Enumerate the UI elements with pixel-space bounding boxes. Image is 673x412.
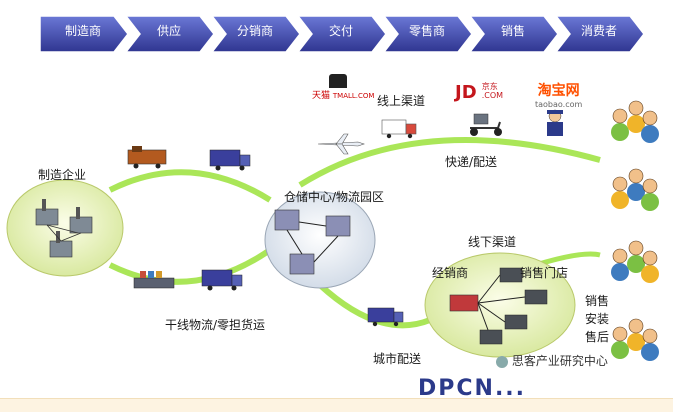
manufacturer-label: 制造企业 xyxy=(38,168,87,182)
chevron-step xyxy=(210,15,301,53)
consumer-groups xyxy=(611,100,659,361)
store-label: 销售门店 xyxy=(520,266,569,280)
express-label: 快递/配送 xyxy=(445,155,498,169)
train-icon xyxy=(127,146,167,169)
courier-icon xyxy=(547,109,563,136)
chevron-label: 零售商 xyxy=(408,24,445,38)
warehouse-label: 仓储中心/物流园区 xyxy=(284,190,385,204)
chevron-label: 分销商 xyxy=(236,24,273,38)
chevron-step xyxy=(554,15,645,53)
chevron-label: 供应 xyxy=(156,24,181,38)
delivery-van-icon xyxy=(381,119,417,139)
chevron-step xyxy=(382,15,473,53)
chevron-label: 交付 xyxy=(328,24,353,38)
taobao-logo: 淘宝网 taobao.com xyxy=(535,83,583,109)
offline-label: 线下渠道 xyxy=(468,235,517,249)
arrow-warehouse-to-online xyxy=(298,137,601,188)
consumer-group-icon xyxy=(611,100,659,143)
ship-icon xyxy=(133,271,175,289)
factory-icon xyxy=(35,199,93,258)
cut-off-text: DPCN... xyxy=(418,376,527,398)
arrow-mfr-to-warehouse-upper xyxy=(108,169,272,203)
chain-bar xyxy=(39,15,645,53)
chevron-step xyxy=(124,15,215,53)
trunk-label: 干线物流/零担货运 xyxy=(165,318,266,332)
bottom-band xyxy=(0,398,673,412)
watermark: 思客产业研究中心 xyxy=(496,352,608,369)
chevron-label: 销售 xyxy=(500,24,525,38)
jd-logo: JD 京东.COM xyxy=(455,82,504,103)
truck-icon-upper xyxy=(209,149,251,171)
distributor-label: 经销商 xyxy=(432,266,469,280)
online-label: 线上渠道 xyxy=(377,94,426,108)
service-label-after: 售后 xyxy=(585,330,610,344)
consumer-group-icon xyxy=(611,168,659,211)
scooter-icon xyxy=(470,113,502,136)
store-network-icon xyxy=(449,267,548,345)
consumer-group-icon xyxy=(611,240,659,283)
city-label: 城市配送 xyxy=(373,352,422,366)
city-truck-icon xyxy=(367,307,404,327)
chevron-step xyxy=(296,15,387,53)
chevron-label: 消费者 xyxy=(580,24,617,38)
airplane-icon xyxy=(317,133,365,155)
tmall-logo: 天猫 TMALL.COM xyxy=(312,74,374,101)
warehouse-icon xyxy=(274,209,351,275)
manufacturer-node xyxy=(6,179,124,277)
service-label-install: 安装 xyxy=(585,312,610,326)
service-label-sell: 销售 xyxy=(585,294,610,308)
chevron-label: 制造商 xyxy=(64,24,101,38)
arrow-mfr-to-warehouse-lower xyxy=(108,247,272,285)
chevron-step xyxy=(468,15,559,53)
truck-icon-lower xyxy=(201,269,243,291)
warehouse-node xyxy=(264,191,376,289)
consumer-group-icon xyxy=(611,318,659,361)
chevron-step xyxy=(39,15,129,53)
